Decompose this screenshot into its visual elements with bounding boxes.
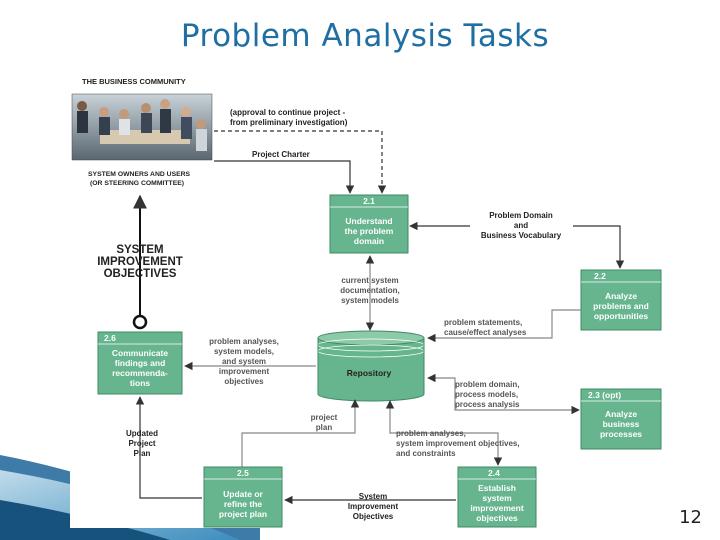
process-models-line3: process analysis <box>455 400 520 409</box>
task-line: findings and <box>115 358 166 368</box>
task-line: tions <box>130 378 151 388</box>
community-caption-line1: SYSTEM OWNERS AND USERS <box>88 171 191 178</box>
sys-obj-line3: Objectives <box>353 512 394 521</box>
page-title: Problem Analysis Tasks <box>180 18 550 54</box>
task-box-2-6: 2.6 Communicate findings and recommenda-… <box>97 331 183 395</box>
task-box-2-4: 2.4 Establish system improvement objecti… <box>457 466 537 528</box>
task-id: 2.4 <box>488 468 500 478</box>
task-line: problems and <box>593 301 649 311</box>
updated-plan-line3: Plan <box>134 449 151 458</box>
updated-plan-line1: Updated <box>126 429 158 438</box>
project-charter-label: Project Charter <box>252 150 310 159</box>
task-line: Analyze <box>605 291 637 301</box>
objectives-big-line3: OBJECTIVES <box>104 268 177 280</box>
domain-vocab-line1: Problem Domain <box>489 211 553 220</box>
task-box-2-1: 2.1 Understand the problem domain <box>329 194 409 254</box>
domain-vocab-line2: and <box>514 221 528 230</box>
task-line: Establish <box>478 483 516 493</box>
community-heading: THE BUSINESS COMMUNITY <box>82 77 186 86</box>
task-line: improvement <box>470 503 524 513</box>
approval-line2: from preliminary investigation) <box>230 118 348 127</box>
task-line: Analyze <box>605 409 637 419</box>
task-line: Understand <box>345 216 392 226</box>
task-id: 2.1 <box>363 196 375 206</box>
problem-analyses-left-line5: objectives <box>224 377 264 386</box>
domain-vocab-line3: Business Vocabulary <box>481 231 562 240</box>
meeting-photo <box>71 93 213 161</box>
problem-analyses-bottom-arrow <box>385 400 503 466</box>
problem-analyses-left-line4: improvement <box>219 367 270 376</box>
community-caption-line2: (OR STEERING COMMITTEE) <box>90 180 184 187</box>
task-id: 2.5 <box>237 468 249 478</box>
sys-obj-line1: System <box>359 492 387 501</box>
task-line: system <box>482 493 512 503</box>
task-id: 2.6 <box>104 333 116 343</box>
task-box-2-3: 2.3 (opt) Analyze business processes <box>580 388 662 450</box>
objectives-big-line1: SYSTEM <box>116 244 163 256</box>
problem-analyses-bottom-line1: problem analyses, <box>396 429 466 438</box>
updated-plan-arrow <box>135 396 202 499</box>
approval-line1: (approval to continue project - <box>230 108 345 117</box>
task-line: Communicate <box>112 348 168 358</box>
task-line: project plan <box>219 509 267 519</box>
project-plan-line1: project <box>311 413 338 422</box>
project-plan-line2: plan <box>316 423 333 432</box>
problem-statements-line1: problem statements, <box>444 318 522 327</box>
sys-obj-line2: Improvement <box>348 502 399 511</box>
task-line: business <box>603 419 640 429</box>
task-line: domain <box>354 236 384 246</box>
problem-analyses-left-line3: and system <box>222 357 266 366</box>
objectives-big-line2: IMPROVEMENT <box>97 256 183 268</box>
problem-analyses-bottom-line3: and constraints <box>396 449 456 458</box>
project-plan-arrow <box>241 399 360 467</box>
problem-statements-arrow <box>427 309 581 343</box>
task-id: 2.3 (opt) <box>588 390 621 400</box>
domain-vocab-right-arrow <box>573 225 625 269</box>
problem-statements-line2: cause/effect analyses <box>444 328 527 337</box>
current-system-line1: current system <box>341 276 398 285</box>
task-line: Update or <box>223 489 263 499</box>
current-system-line3: system models <box>341 296 399 305</box>
current-system-line2: documentation, <box>340 286 400 295</box>
approval-flow-arrow <box>214 130 387 194</box>
problem-analyses-left-line2: system models, <box>214 347 274 356</box>
project-charter-arrow <box>214 160 355 194</box>
problem-analyses-left-line1: problem analyses, <box>209 337 279 346</box>
process-models-line2: process models, <box>455 390 518 399</box>
task-line: processes <box>600 429 642 439</box>
process-models-line1: problem domain, <box>455 380 519 389</box>
task-line: the problem <box>345 226 394 236</box>
task-box-2-2: 2.2 Analyze problems and opportunities <box>580 269 662 331</box>
task-box-2-5: 2.5 Update or refine the project plan <box>203 466 283 528</box>
process-models-arrow <box>427 373 580 415</box>
task-line: opportunities <box>594 311 649 321</box>
task-line: recommenda- <box>112 368 168 378</box>
page-number: 12 <box>679 507 702 528</box>
repository-label: Repository <box>347 368 392 378</box>
objectives-origin-circle <box>132 314 148 330</box>
updated-plan-line2: Project <box>128 439 155 448</box>
problem-analyses-bottom-line2: system improvement objectives, <box>396 439 520 448</box>
repository-datastore: Repository <box>317 330 425 402</box>
task-line: refine the <box>224 499 263 509</box>
task-id: 2.2 <box>594 271 606 281</box>
task-line: objectives <box>476 513 518 523</box>
